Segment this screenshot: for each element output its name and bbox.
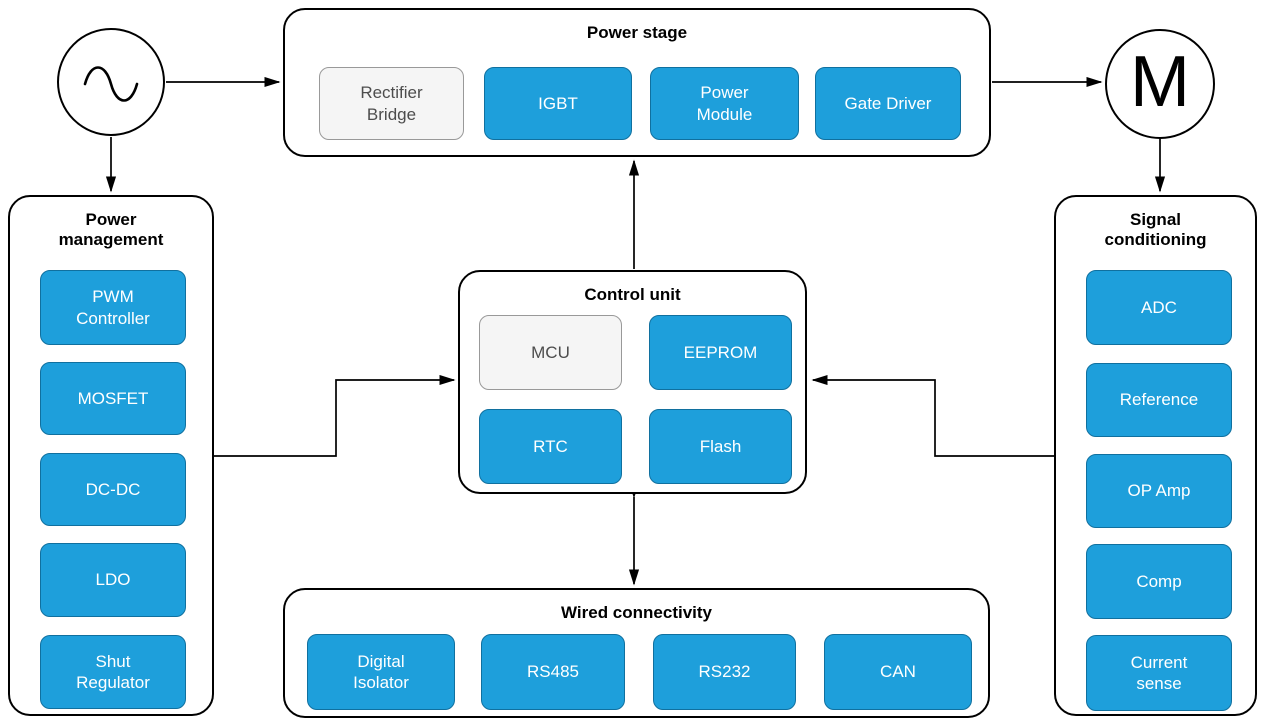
- block-can: CAN: [824, 634, 972, 710]
- block-mosfet: MOSFET: [40, 362, 186, 435]
- edge-signalconditioning-controlunit: [811, 374, 1054, 457]
- block-rs232: RS232: [653, 634, 796, 710]
- block-flash: Flash: [649, 409, 792, 484]
- block-reference: Reference: [1086, 363, 1232, 437]
- block-rs485: RS485: [481, 634, 625, 710]
- block-dc-dc: DC-DC: [40, 453, 186, 526]
- group-title-wired-connectivity: Wired connectivity: [561, 603, 712, 622]
- edge-powermanagement-controlunit: [214, 374, 456, 457]
- group-control-unit: Control unit MCU EEPROM RTC Flash: [458, 270, 807, 494]
- motor-label: M: [1130, 42, 1190, 122]
- motor-node: M: [1105, 29, 1215, 139]
- group-title-power-management: Power management: [58, 210, 164, 250]
- group-signal-conditioning: Signal conditioning ADC Reference OP Amp…: [1054, 195, 1257, 716]
- block-power-module: Power Module: [650, 67, 799, 140]
- block-shut-regulator: Shut Regulator: [40, 635, 186, 709]
- block-adc: ADC: [1086, 270, 1232, 345]
- block-op-amp: OP Amp: [1086, 454, 1232, 528]
- block-eeprom: EEPROM: [649, 315, 792, 390]
- block-digital-isolator: Digital Isolator: [307, 634, 455, 710]
- block-gate-driver: Gate Driver: [815, 67, 961, 140]
- group-power-stage: Power stage Rectifier Bridge IGBT Power …: [283, 8, 991, 157]
- ac-source-node: [57, 28, 165, 136]
- sine-wave-icon: [83, 66, 139, 102]
- block-rtc: RTC: [479, 409, 622, 484]
- block-igbt: IGBT: [484, 67, 632, 140]
- group-wired-connectivity: Wired connectivity Digital Isolator RS48…: [283, 588, 990, 718]
- group-power-management: Power management PWM Controller MOSFET D…: [8, 195, 214, 716]
- group-title-control-unit: Control unit: [584, 285, 681, 304]
- block-comp: Comp: [1086, 544, 1232, 619]
- group-title-power-stage: Power stage: [586, 23, 688, 42]
- block-current-sense: Current sense: [1086, 635, 1232, 711]
- block-mcu: MCU: [479, 315, 622, 390]
- group-title-signal-conditioning: Signal conditioning: [1104, 210, 1207, 250]
- block-ldo: LDO: [40, 543, 186, 617]
- block-pwm-controller: PWM Controller: [40, 270, 186, 345]
- block-rectifier-bridge: Rectifier Bridge: [319, 67, 464, 140]
